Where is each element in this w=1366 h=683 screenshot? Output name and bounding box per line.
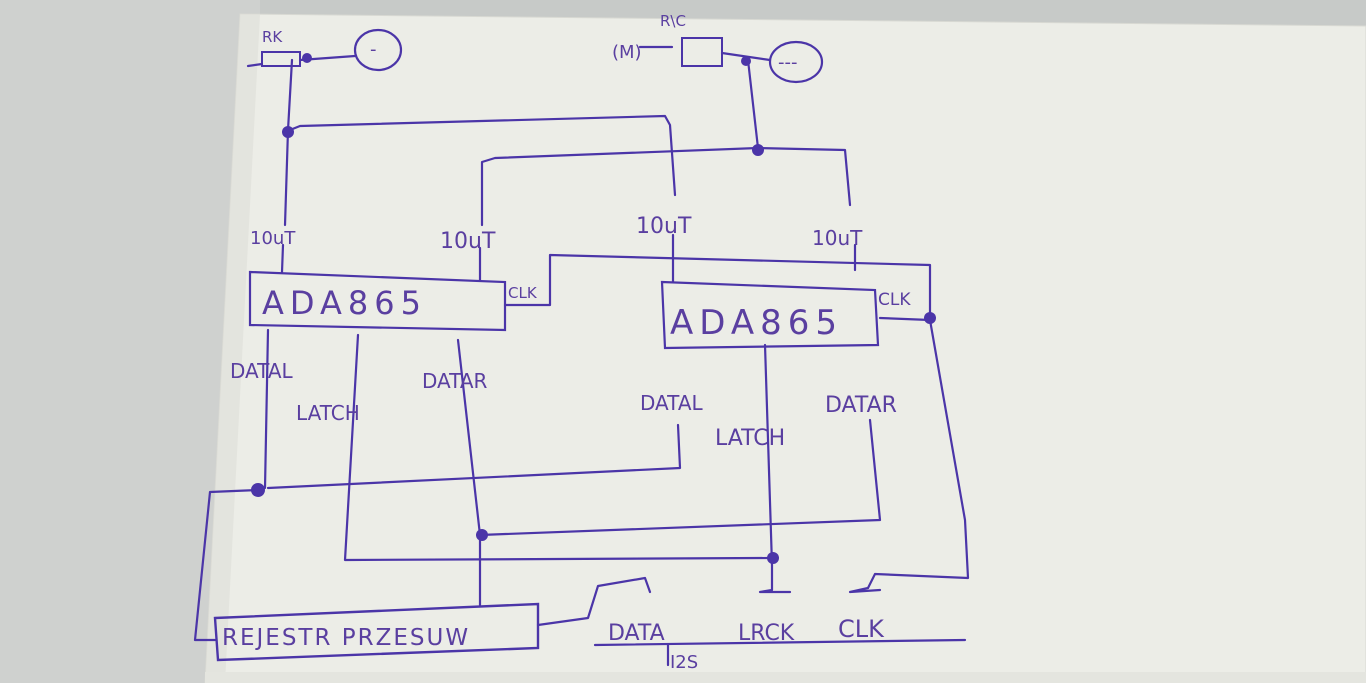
chip-2-datar-label: DATAR <box>825 393 897 418</box>
right-input-label: (M) <box>612 42 642 63</box>
register-body <box>213 602 540 662</box>
junction-datal <box>251 483 265 497</box>
capacitor-1-label: 10uT <box>250 228 296 249</box>
wire-left-input <box>246 62 264 68</box>
wire-chip2-clk <box>878 316 932 322</box>
wire-datal-to-register <box>193 488 260 642</box>
junctions <box>251 53 936 564</box>
capacitor-2-label: 10uT <box>440 229 496 254</box>
connector-right <box>768 40 824 84</box>
wire-right-vertical <box>746 58 760 150</box>
connector-left <box>353 28 403 72</box>
chip-2-name: ADA865 <box>670 303 843 343</box>
paper-sheet <box>204 13 1366 683</box>
chip-1-datar-label: DATAR <box>422 369 488 393</box>
junction-right-bus <box>752 144 764 156</box>
junction-datar <box>476 529 488 541</box>
capacitor-3-label: 10uT <box>636 214 692 239</box>
wire-chip1-datar <box>456 338 482 537</box>
paper-shadow <box>205 14 260 683</box>
resistor-right-label: R\C <box>660 12 686 30</box>
resistor-left-label: RK <box>262 28 283 46</box>
wire-chip1-latch <box>343 333 772 562</box>
wire-lrck-out <box>758 563 792 594</box>
junction-latch <box>767 552 779 564</box>
wire-register-to-data <box>536 576 652 627</box>
wire-chip1-datal <box>263 328 270 490</box>
output-clk-label: CLK <box>838 615 885 643</box>
junction-left-bus <box>282 126 294 138</box>
chip-1-name: ADA865 <box>262 284 427 322</box>
wire-cap1-to-chip <box>280 243 285 274</box>
chip-2-body <box>660 280 880 350</box>
chip-2-latch-label: LATCH <box>715 426 785 451</box>
paper-bottom-edge <box>205 672 1366 683</box>
wire-chip2-datal <box>266 423 682 490</box>
chip-2-datal-label: DATAL <box>640 391 704 415</box>
wire-left-to-right-cap <box>288 114 677 197</box>
connector-left-label: - <box>370 39 377 60</box>
junction-right-top <box>741 56 751 66</box>
chip-1-latch-label: LATCH <box>296 401 360 425</box>
resistor-left <box>261 51 301 67</box>
output-bus-label: I2S <box>670 652 698 673</box>
junction-left-top <box>302 53 312 63</box>
chip-1-body <box>248 270 507 332</box>
output-lrck-label: LRCK <box>738 621 795 646</box>
connector-right-label: --- <box>778 52 798 73</box>
wiring <box>193 45 970 667</box>
chip-2-clk-label: CLK <box>878 290 911 310</box>
wire-chip2-datar <box>478 418 882 537</box>
chip-1-datal-label: DATAL <box>230 359 294 383</box>
wire-right-bus <box>480 146 852 227</box>
output-data-label: DATA <box>608 621 665 646</box>
wire-i2s-bus <box>593 638 967 647</box>
chip-1-clk-label: CLK <box>508 284 538 302</box>
wire-clk-out <box>848 586 882 594</box>
resistor-right <box>681 37 723 67</box>
register-label: REJESTR PRZESUW <box>222 625 470 651</box>
capacitor-4-label: 10uT <box>812 226 863 250</box>
wire-chip2-latch <box>763 343 774 567</box>
junction-chip2-clk <box>924 312 936 324</box>
